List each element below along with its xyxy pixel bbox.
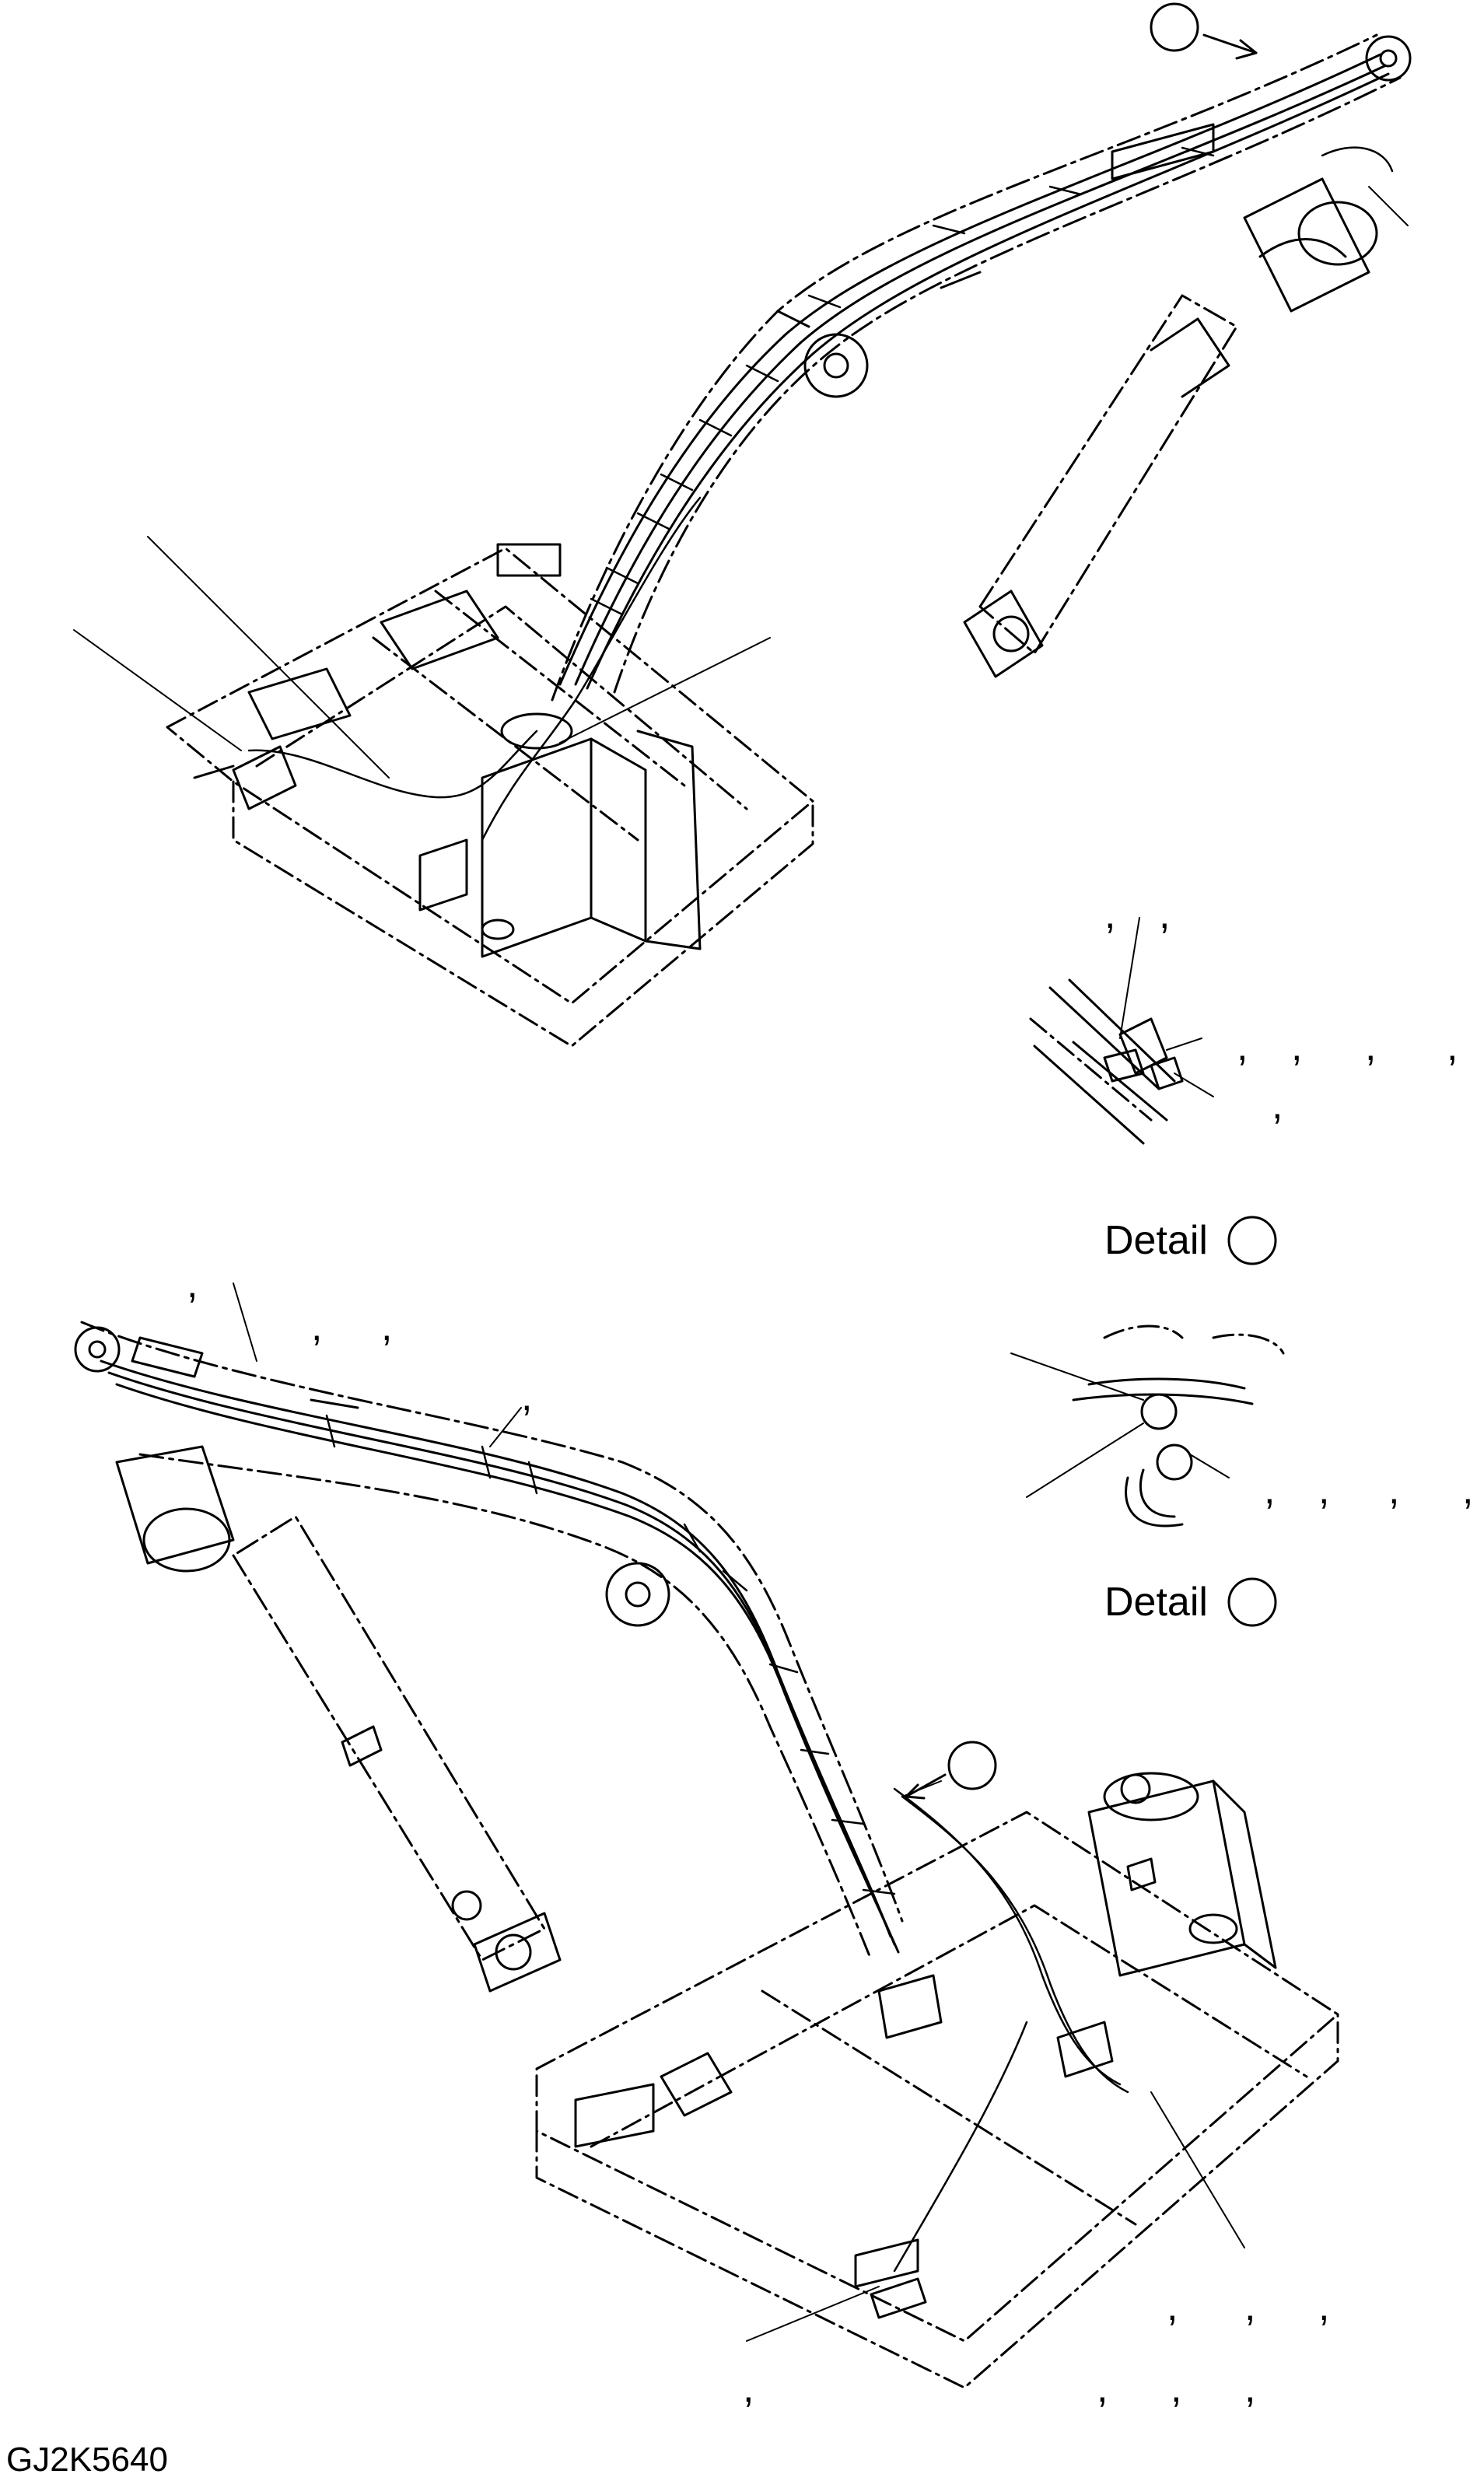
separator: , <box>1318 1468 1330 1513</box>
detail-a-view <box>1029 917 1214 1145</box>
detail-ref-circle-lower <box>905 1741 997 1800</box>
detail-ref-circle-upper <box>1150 2 1258 60</box>
lower-cable-run <box>893 1787 1129 2273</box>
separator: , <box>743 2366 754 2411</box>
separator: , <box>1318 2284 1330 2329</box>
upper-frame-outline <box>166 547 814 1048</box>
upper-boom <box>551 33 1412 702</box>
separator: , <box>521 1374 533 1419</box>
separator: , <box>1244 2366 1256 2411</box>
separator: , <box>1244 2284 1256 2329</box>
lower-hose-clamps <box>325 1414 896 1895</box>
separator: , <box>1291 1024 1303 1069</box>
upper-cable-run <box>247 146 1394 842</box>
separator: , <box>1447 1024 1458 1069</box>
drawing-code: GJ2K5640 <box>6 2441 168 2479</box>
separator: , <box>1272 1083 1283 1128</box>
separator: , <box>1167 2284 1178 2329</box>
separator: , <box>187 1261 198 1307</box>
lower-frame-outline <box>535 1811 1339 2389</box>
detail-b-view <box>1010 1324 1285 1527</box>
detail-b-circle <box>1227 1577 1277 1627</box>
lower-frame-details <box>574 1772 1277 2319</box>
separator: , <box>1097 2366 1108 2411</box>
detail-a-circle <box>1227 1216 1277 1265</box>
upper-leader-lines <box>73 186 1409 779</box>
separator: , <box>1264 1468 1276 1513</box>
separator: , <box>1104 892 1116 937</box>
separator: , <box>1237 1024 1248 1069</box>
lower-arm <box>115 1445 562 1993</box>
separator: , <box>1365 1024 1377 1069</box>
upper-machine-view <box>73 2 1412 1048</box>
upper-arm <box>963 177 1378 678</box>
upper-frame-details <box>193 543 702 958</box>
upper-hose-clamps <box>590 146 1215 616</box>
separator: , <box>381 1304 393 1349</box>
separator: , <box>1159 892 1171 937</box>
detail-a-title: Detail <box>1104 1218 1208 1263</box>
lower-boom <box>74 1321 904 1961</box>
separator: , <box>1462 1468 1474 1513</box>
lower-machine-view <box>74 1282 1339 2389</box>
separator: , <box>311 1304 323 1349</box>
separator: , <box>1171 2366 1182 2411</box>
separator: , <box>1388 1468 1400 1513</box>
detail-b-title: Detail <box>1104 1580 1208 1625</box>
